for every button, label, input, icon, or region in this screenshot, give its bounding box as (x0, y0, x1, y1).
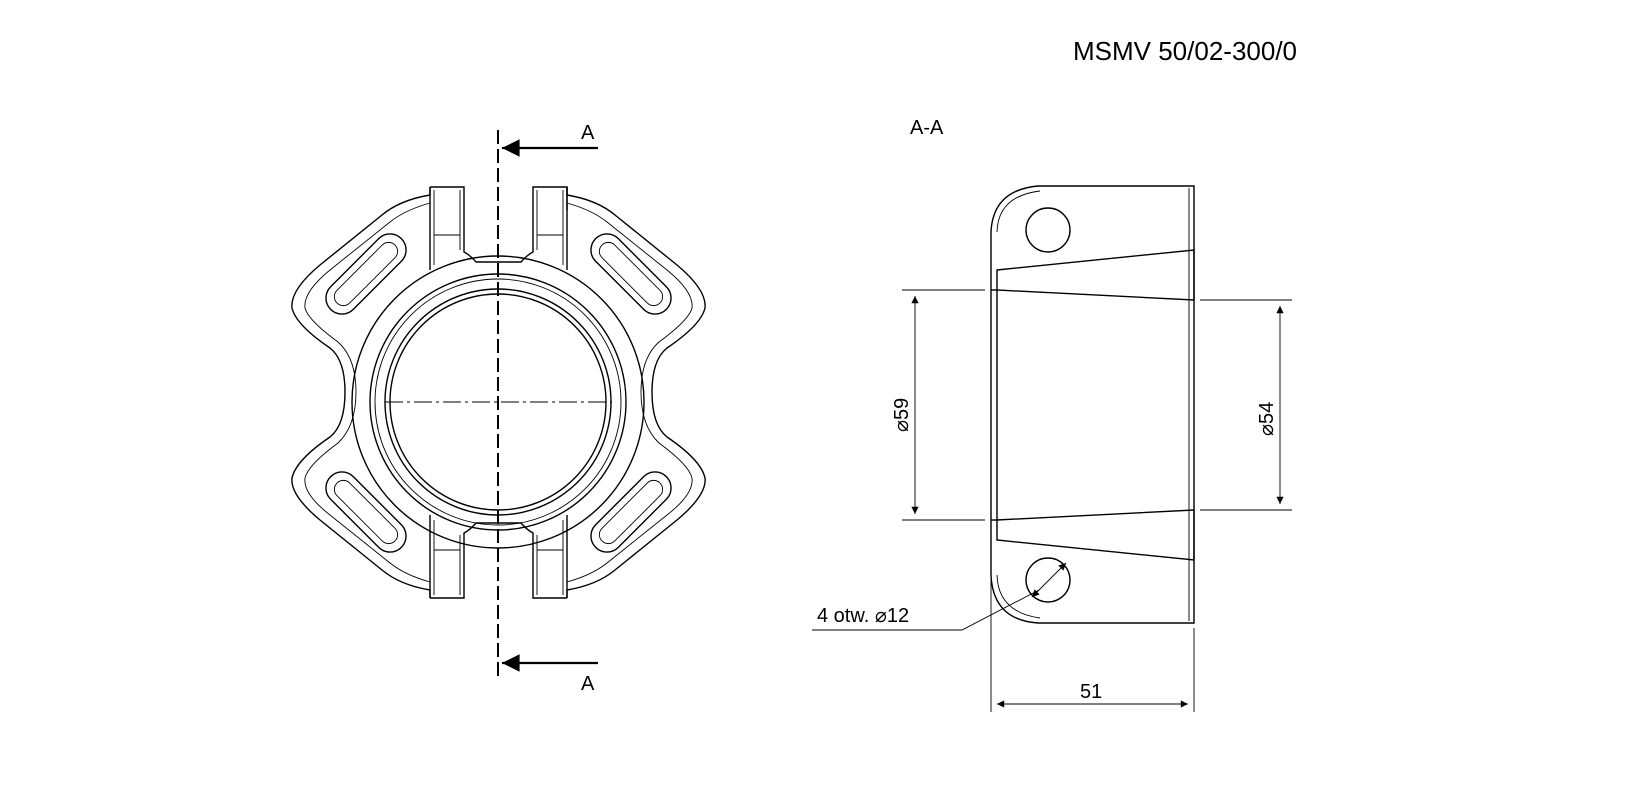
section-marker-bottom: A (581, 673, 595, 695)
dim-inner-diameter: ⌀54 (1200, 299, 1292, 511)
inner-diameter-value: 54 (1256, 402, 1278, 424)
body-right-half (566, 187, 706, 598)
dim-outer-diameter: ⌀59 (891, 289, 985, 521)
holes-leader: 4 otw. ⌀12 (812, 562, 1067, 631)
section-title: A-A (910, 117, 944, 139)
outer-diameter-value: 59 (891, 398, 913, 420)
slot-lower-left (325, 471, 407, 553)
bolt-hole-bottom (1025, 557, 1071, 603)
svg-text:⌀54: ⌀54 (1256, 402, 1278, 436)
svg-text:⌀59: ⌀59 (891, 398, 913, 432)
holes-note: 4 otw. (817, 605, 869, 627)
body-left-half (291, 187, 431, 598)
bolt-hole-top (1025, 207, 1071, 253)
dim-width: 51 (990, 580, 1195, 712)
width-value: 51 (1080, 681, 1102, 703)
front-view: A A (291, 122, 706, 695)
upper-hatched-wall (996, 249, 1195, 301)
section-marker-top: A (581, 122, 595, 144)
diameter-symbol: ⌀ (891, 420, 913, 432)
holes-diameter-value: 12 (887, 605, 909, 627)
part-number: MSMV 50/02-300/0 (1073, 36, 1297, 66)
top-lug (429, 186, 568, 270)
section-outline (990, 185, 1195, 624)
section-view: A-A ⌀59 ⌀5 (812, 117, 1292, 712)
diameter-symbol: ⌀ (875, 605, 887, 627)
lower-hatched-wall (996, 509, 1195, 561)
diameter-symbol: ⌀ (1256, 424, 1278, 436)
svg-text:4 otw. ⌀12: 4 otw. ⌀12 (817, 605, 909, 627)
slot-upper-left (325, 233, 407, 315)
